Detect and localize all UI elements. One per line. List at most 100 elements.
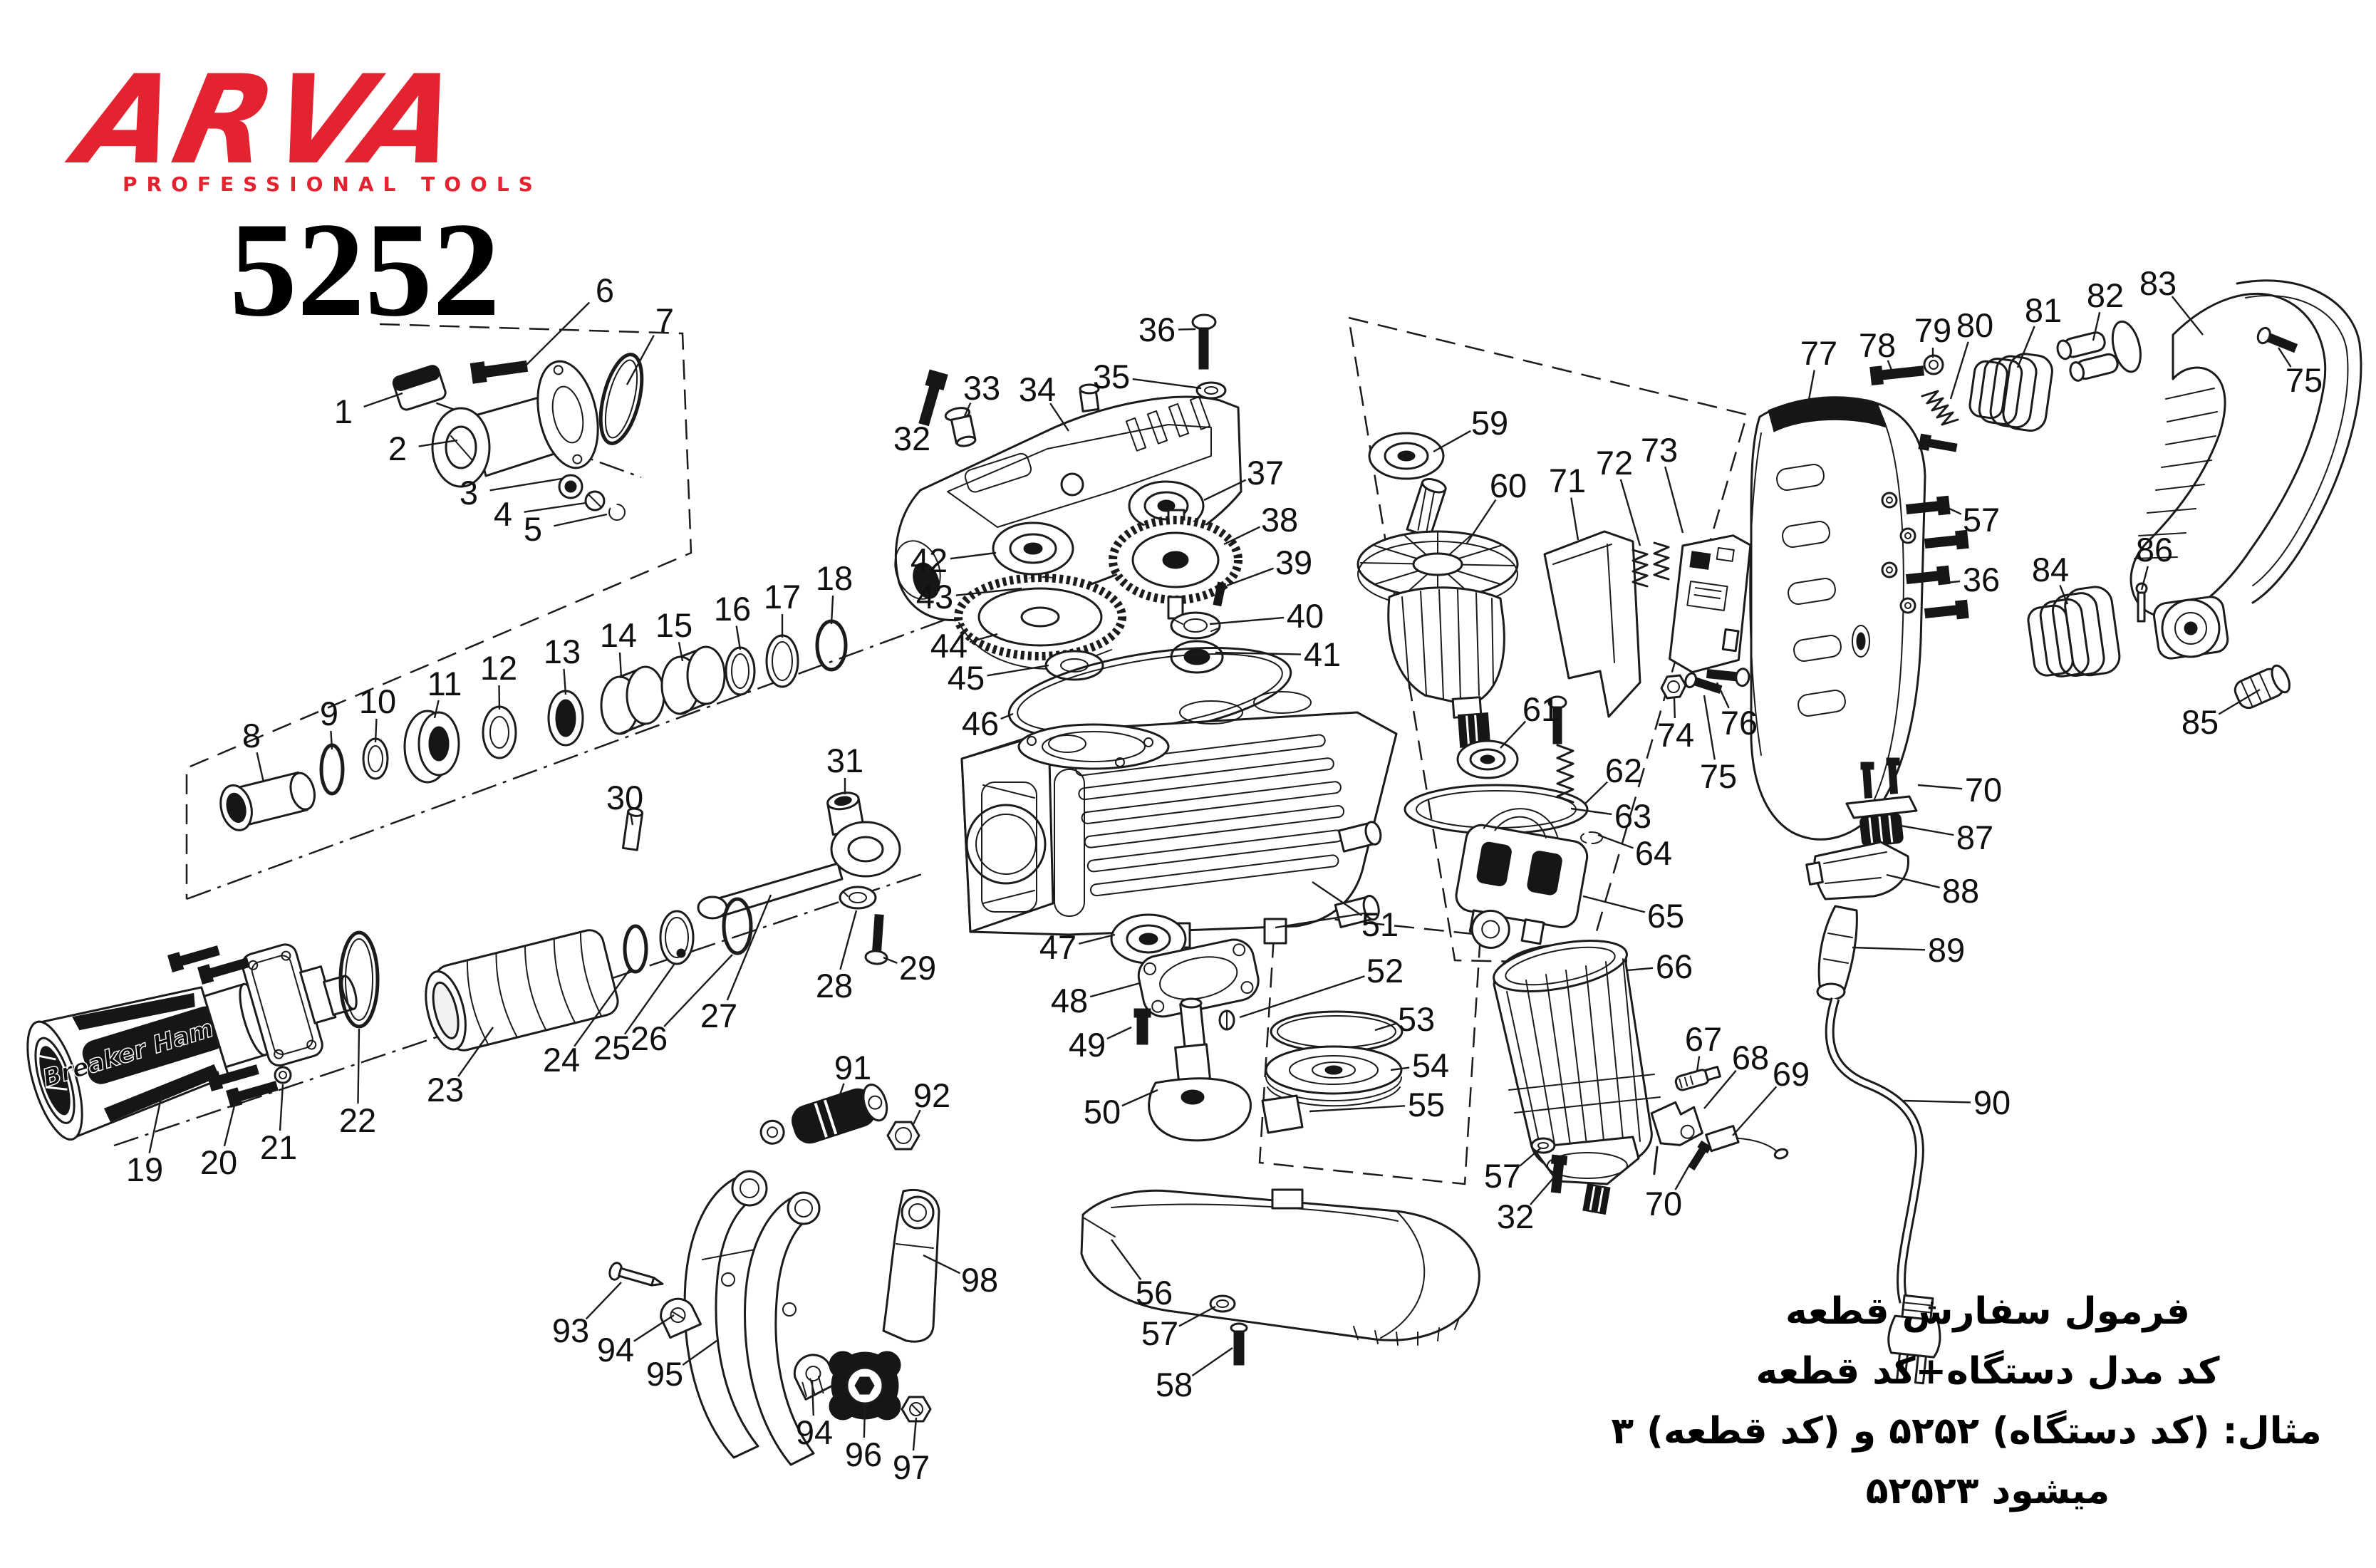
- part-label-75: 75: [2286, 361, 2323, 399]
- part-label-69: 69: [1773, 1055, 1810, 1093]
- part-label-90: 90: [1973, 1084, 2011, 1121]
- leader-line-15-14: [678, 642, 684, 662]
- part-25-cap: [659, 910, 695, 965]
- leader-line-26-25: [663, 954, 733, 1027]
- part-32-screw: [918, 369, 948, 427]
- part-label-29: 29: [899, 949, 936, 987]
- leader-line-29-28: [883, 956, 898, 964]
- part-20-bolts: [167, 945, 279, 1108]
- leader-line-84-89: [2059, 585, 2069, 605]
- leader-line-5-4: [554, 513, 608, 527]
- cluster-front-grip: Breaker Hammer: [26, 897, 753, 1141]
- order-note: فرمول سفارش قطعه کد مدل دستگاه+کد قطعه م…: [1611, 1290, 2321, 1512]
- part-79-washer: [1923, 354, 1944, 375]
- part-56-shell: [1080, 1189, 1480, 1341]
- part-6-bolt: [470, 360, 529, 384]
- part-70-screw-lower: [1687, 1140, 1712, 1171]
- cluster-switch-cord: [1805, 757, 1941, 1385]
- leader-line-57-56: [1178, 1305, 1216, 1327]
- leader-line-72-73: [1619, 479, 1641, 546]
- leader-line-66-65: [1627, 967, 1654, 972]
- part-14-sleeve: [600, 665, 665, 735]
- part-label-58: 58: [1156, 1366, 1193, 1403]
- note-line-3: مثال: (کد دستگاه) ۵۲۵۲ و (کد قطعه) ۳: [1611, 1409, 2321, 1453]
- part-label-2: 2: [388, 430, 407, 467]
- part-65-stator: [1455, 808, 1589, 949]
- part-75-screw-top: [2256, 326, 2298, 353]
- part-26-oring: [722, 897, 753, 955]
- part-label-94: 94: [796, 1413, 833, 1451]
- cluster-motor-cage: [1493, 940, 1789, 1215]
- leader-line-64-63: [1597, 834, 1634, 849]
- guide-box-armature: [1347, 316, 1748, 965]
- part-label-78: 78: [1859, 326, 1896, 364]
- leader-line-55-54: [1309, 1105, 1406, 1113]
- cluster-cylinder-rings: [219, 619, 866, 851]
- part-label-45: 45: [948, 659, 985, 697]
- leader-line-75-85: [2277, 347, 2292, 368]
- part-label-14: 14: [600, 616, 637, 654]
- part-28-washer: [839, 886, 877, 910]
- part-41-bearing: [1170, 640, 1224, 674]
- leader-line-36-88: [1946, 580, 1961, 584]
- part-label-36: 36: [1138, 311, 1176, 348]
- part-label-19: 19: [126, 1151, 163, 1188]
- part-label-95: 95: [646, 1355, 683, 1393]
- part-61-bearing: [1456, 739, 1519, 779]
- part-label-87: 87: [1956, 819, 1993, 856]
- part-label-76: 76: [1721, 704, 1758, 742]
- part-label-13: 13: [544, 633, 581, 670]
- part-49-pin: [1133, 1008, 1151, 1045]
- leader-line-57-86: [1946, 506, 1962, 515]
- part-label-43: 43: [916, 578, 953, 616]
- part-50-crankshaft: [1148, 997, 1252, 1142]
- part-label-93: 93: [552, 1312, 589, 1349]
- leader-line-70-69: [1674, 1163, 1691, 1190]
- part-label-11: 11: [427, 665, 462, 702]
- part-label-48: 48: [1051, 982, 1088, 1019]
- note-line-1: فرمول سفارش قطعه: [1785, 1290, 2190, 1333]
- leader-line-96-102: [863, 1404, 866, 1438]
- part-label-25: 25: [593, 1029, 631, 1066]
- part-label-56: 56: [1136, 1274, 1173, 1312]
- part-95-straps: [683, 1170, 821, 1466]
- part-51-crankcase: [960, 691, 1398, 949]
- part-label-15: 15: [655, 606, 692, 644]
- part-label-81: 81: [2025, 291, 2062, 329]
- part-label-39: 39: [1275, 544, 1312, 581]
- part-label-28: 28: [816, 967, 853, 1004]
- leader-line-69-68: [1732, 1086, 1778, 1136]
- part-label-96: 96: [845, 1435, 882, 1473]
- part-72-springs: [1631, 541, 1670, 588]
- leader-line-6-5: [523, 301, 591, 368]
- part-63-screw-spring: [1547, 695, 1575, 804]
- part-label-23: 23: [427, 1071, 464, 1108]
- cluster-lever-chuck: [608, 1083, 940, 1466]
- leader-line-32-71: [1530, 1178, 1554, 1205]
- part-7-oring: [598, 353, 644, 445]
- leader-line-23-22: [457, 1027, 494, 1077]
- leader-line-78-79: [1887, 360, 1894, 373]
- part-75-screw: [1684, 672, 1723, 694]
- part-89-cord-guard: [1816, 905, 1858, 1001]
- leader-line-48-47: [1089, 982, 1141, 998]
- part-84-bellows: [2027, 586, 2121, 677]
- leader-line-50-49: [1121, 1089, 1158, 1107]
- part-83-handle: [2129, 279, 2362, 660]
- brand-block: ARVA PROFESSIONAL TOOLS 5252: [58, 50, 533, 345]
- leader-line-85-90: [2218, 688, 2261, 715]
- cluster-crankcase: [960, 691, 1404, 1142]
- part-24-ring: [623, 924, 648, 974]
- leader-line-52-51: [1239, 975, 1365, 1019]
- leader-line-63-62: [1570, 807, 1612, 816]
- part-label-68: 68: [1732, 1039, 1769, 1076]
- construction-guides: [113, 316, 1748, 1185]
- leader-line-36-35: [1178, 328, 1196, 331]
- part-label-51: 51: [1361, 905, 1399, 943]
- part-label-3: 3: [460, 474, 478, 512]
- part-label-57: 57: [1963, 501, 2000, 539]
- part-91-sleeve: [759, 1083, 888, 1145]
- part-label-20: 20: [200, 1143, 237, 1181]
- part-98-blade: [882, 1189, 940, 1343]
